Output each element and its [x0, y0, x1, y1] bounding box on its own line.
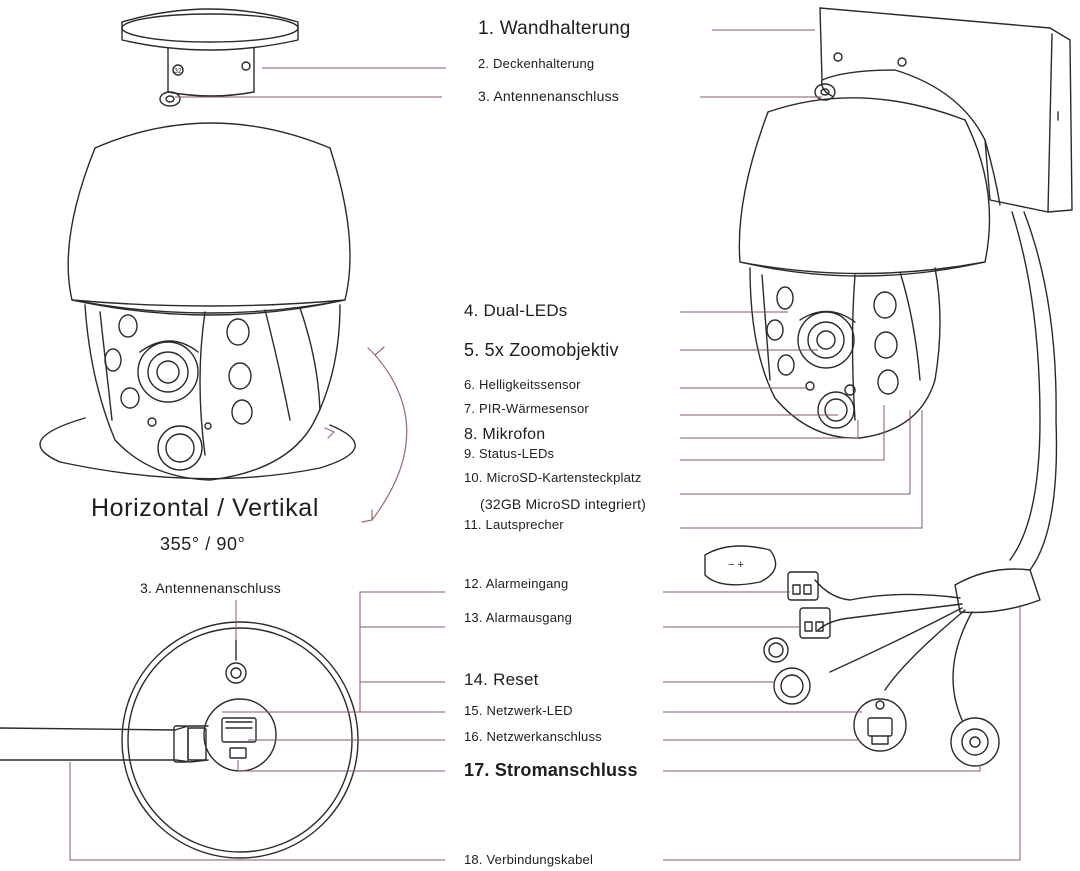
leader-lines — [69, 29, 1021, 861]
rotation-degrees: 355° / 90° — [160, 534, 246, 554]
label-zoom-lens: 5. 5x Zoomobjektiv — [464, 340, 619, 360]
label-connection-cable: 18. Verbindungskabel — [464, 852, 594, 867]
label-pir-sensor: 7. PIR-Wärmesensor — [464, 401, 589, 416]
label-status-leds: 9. Status-LEDs — [464, 446, 555, 461]
wall-camera-illustration: − + — [704, 7, 1073, 767]
label-speaker: 11. Lautsprecher — [464, 517, 564, 532]
label-antenna-connector-bottom: 3. Antennenanschluss — [140, 580, 281, 596]
label-microphone: 8. Mikrofon — [464, 426, 546, 443]
label-brightness-sensor: 6. Helligkeitssensor — [464, 377, 581, 392]
label-ceiling-mount: 2. Deckenhalterung — [478, 56, 595, 71]
label-power-connector: 17. Stromanschluss — [464, 760, 638, 780]
rotation-title: Horizontal / Vertikal — [91, 494, 319, 522]
label-network-port: 16. Netzwerkanschluss — [464, 729, 602, 744]
label-antenna-connector: 3. Antennenanschluss — [478, 88, 619, 104]
label-dual-leds: 4. Dual-LEDs — [464, 301, 568, 320]
label-wall-mount: 1. Wandhalterung — [478, 18, 631, 39]
label-alarm-input: 12. Alarmeingang — [464, 576, 569, 591]
ceiling-camera-illustration: 32 — [39, 8, 356, 481]
label-alarm-output: 13. Alarmausgang — [464, 610, 572, 625]
svg-text:32: 32 — [174, 68, 182, 75]
label-reset: 14. Reset — [464, 670, 539, 689]
label-network-led: 15. Netzwerk-LED — [464, 703, 573, 718]
rotation-arrow — [324, 346, 408, 523]
label-microsd-slot: 10. MicroSD-Kartensteckplatz — [464, 470, 642, 485]
svg-text:− +: − + — [728, 559, 744, 571]
label-microsd-note: (32GB MicroSD integriert) — [480, 496, 647, 512]
